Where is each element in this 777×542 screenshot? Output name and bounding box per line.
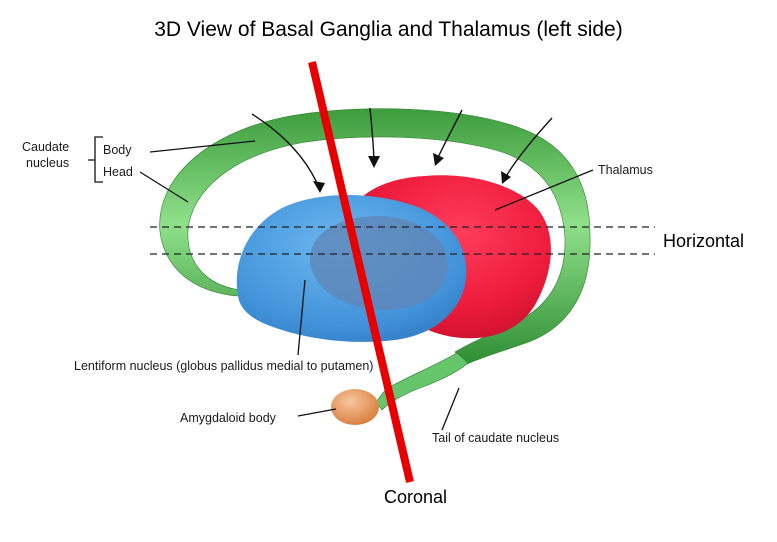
thalamus-label: Thalamus	[598, 163, 653, 177]
tail-of-caudate-label: Tail of caudate nucleus	[432, 431, 559, 445]
body-label: Body	[103, 143, 132, 157]
amygdaloid-body-label: Amygdaloid body	[180, 411, 277, 425]
leader-lines	[139, 140, 594, 431]
caudate-nucleus-shape	[159, 108, 591, 366]
horizontal-label: Horizontal	[663, 231, 744, 251]
caudate-nucleus-label-line1: Caudate	[22, 140, 69, 154]
page-title: 3D View of Basal Ganglia and Thalamus (l…	[154, 18, 623, 41]
globus-pallidus-shape	[310, 216, 448, 310]
amygdaloid-body-shape	[331, 389, 379, 425]
arrow-heads	[313, 153, 511, 193]
coronal-plane-line	[308, 61, 414, 483]
caudate-nucleus-label-line2: nucleus	[26, 156, 69, 170]
caudate-tail-shape	[375, 352, 469, 411]
caudate-bracket	[88, 136, 103, 183]
lentiform-nucleus-label: Lentiform nucleus (globus pallidus media…	[74, 359, 373, 373]
coronal-label: Coronal	[384, 487, 447, 507]
head-label: Head	[103, 165, 133, 179]
